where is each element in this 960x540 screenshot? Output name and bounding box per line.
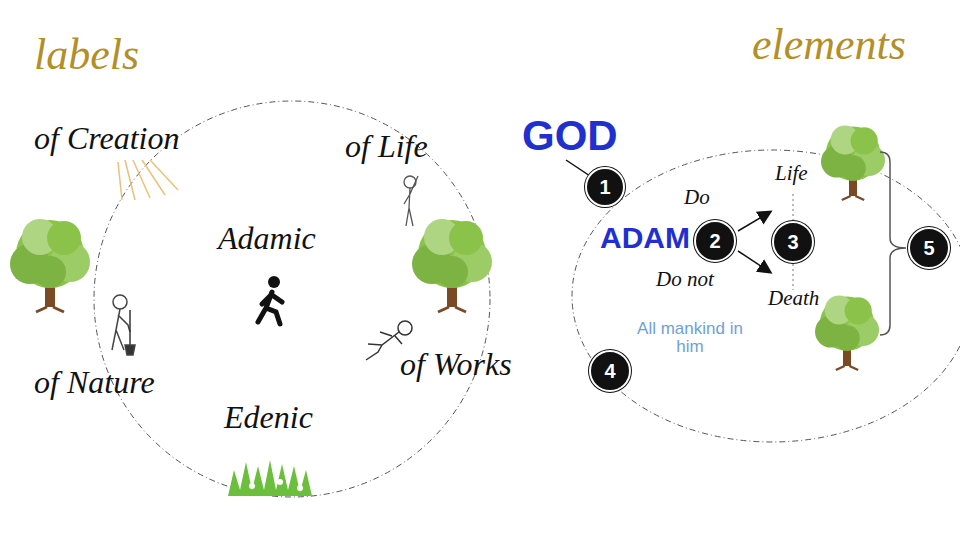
callout-circle: 2 <box>694 220 736 262</box>
callout-number: 1 <box>599 176 610 199</box>
callout-circle: 1 <box>585 167 625 207</box>
leader-line <box>566 160 590 176</box>
note-text: All mankind in him <box>630 320 750 356</box>
label-text: Adamic <box>218 222 316 256</box>
arrow <box>738 251 770 272</box>
tree <box>815 296 879 370</box>
label-text: of Creation <box>34 122 179 156</box>
outline-circle <box>572 150 960 442</box>
callout-circle: 3 <box>772 221 814 263</box>
outline-circle <box>94 101 490 497</box>
tree <box>10 219 90 312</box>
rays <box>118 160 178 200</box>
label-text: Edenic <box>224 401 313 435</box>
panel-heading: labels <box>34 32 139 78</box>
callout-number: 4 <box>604 360 615 383</box>
tree <box>412 219 492 312</box>
party-name: ADAM <box>600 222 690 254</box>
arrow-label: Do <box>684 186 710 208</box>
label-text: of Nature <box>34 366 155 400</box>
callout-number: 5 <box>923 237 934 260</box>
waving-figure <box>404 176 418 226</box>
party-name: GOD <box>522 114 618 158</box>
grass <box>228 460 312 496</box>
callout-number: 3 <box>787 231 798 254</box>
tree <box>821 126 885 200</box>
bracket <box>880 152 906 335</box>
callout-number: 2 <box>709 230 720 253</box>
outcome-label: Life <box>775 162 808 184</box>
label-text: of Works <box>400 348 512 382</box>
callout-circle: 4 <box>589 350 631 392</box>
label-text: of Life <box>345 130 428 164</box>
panel-heading: elements <box>752 22 906 68</box>
outcome-label: Death <box>768 287 819 309</box>
arrow-label: Do not <box>656 268 714 290</box>
arrow <box>738 212 770 231</box>
walking-figure <box>258 276 282 324</box>
callout-circle: 5 <box>908 227 950 269</box>
digging-figure <box>112 295 135 355</box>
